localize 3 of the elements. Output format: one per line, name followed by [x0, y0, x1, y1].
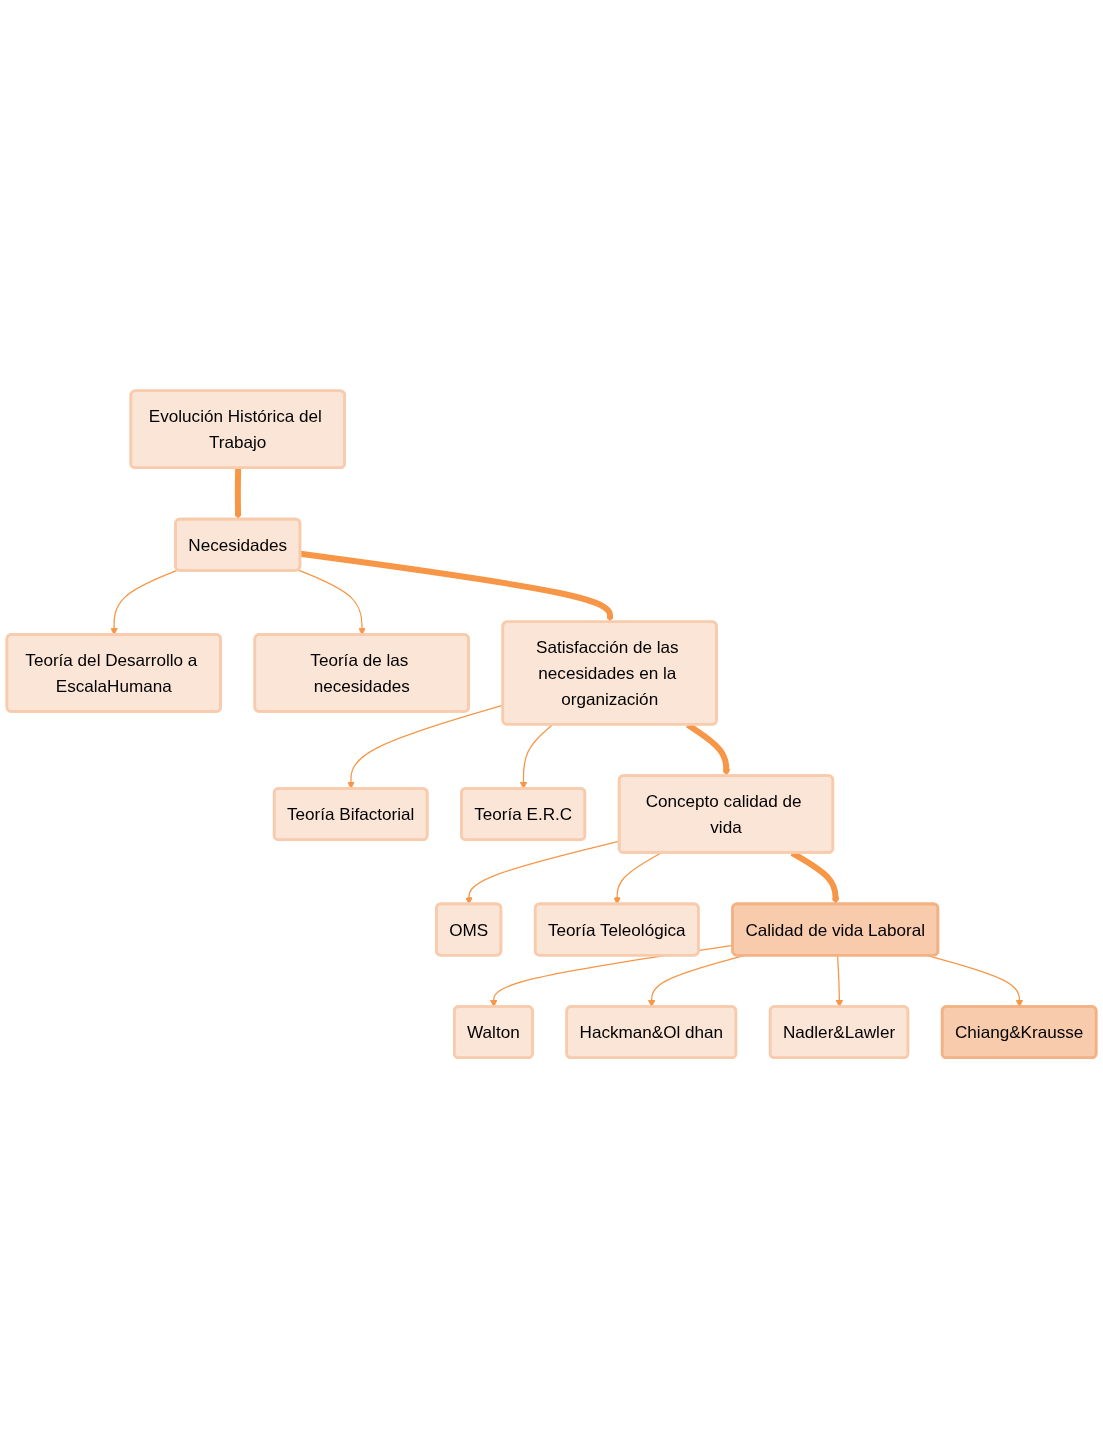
arrow	[110, 569, 179, 635]
arrow	[835, 954, 844, 1007]
arrow	[297, 569, 366, 635]
